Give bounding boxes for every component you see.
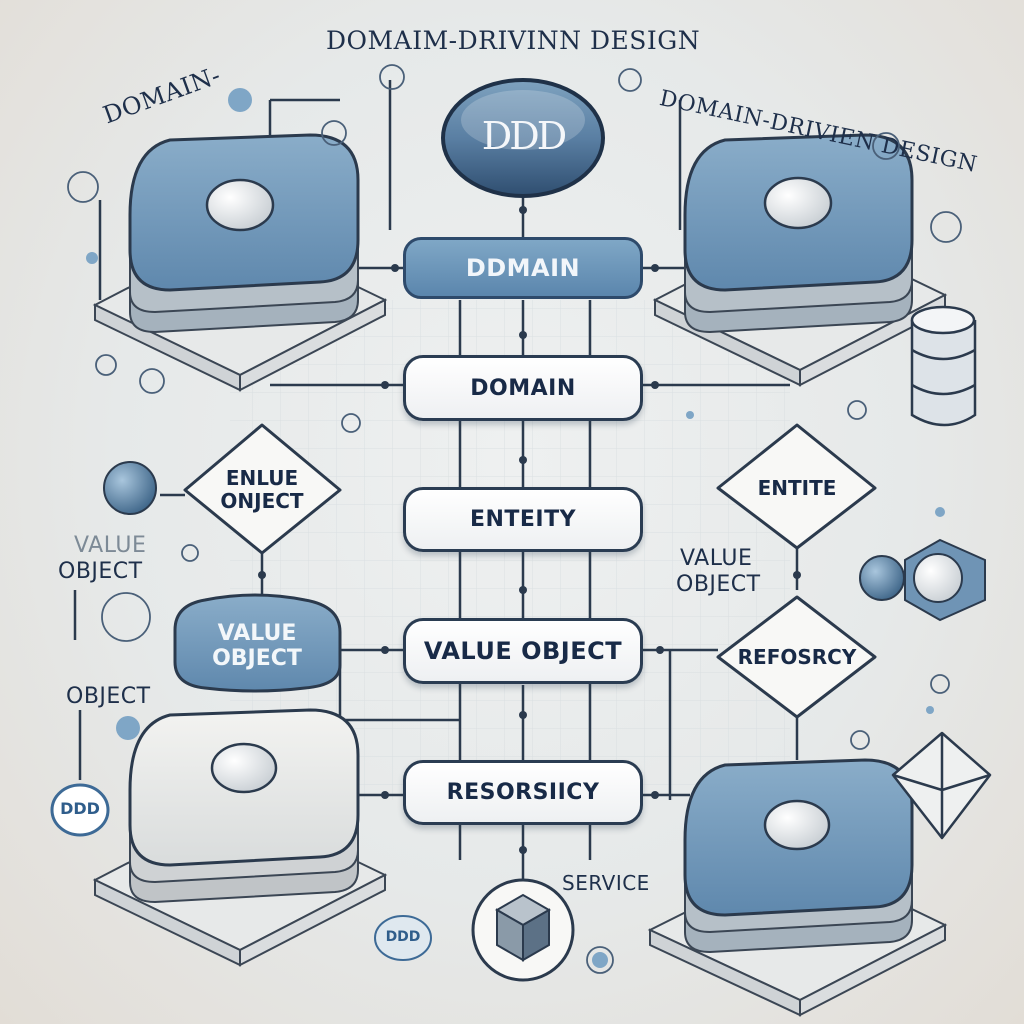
left-diamond-shape	[183, 423, 342, 555]
right-diamond-top-label[interactable]: ENTITE	[757, 475, 837, 500]
right-diamond-top-shape	[716, 423, 877, 550]
right-object-label: OBJECT	[676, 572, 761, 597]
crystal-icon	[891, 731, 992, 840]
database-stack-bottom-right	[647, 758, 948, 1017]
ddd-left-badge-shape	[50, 783, 110, 837]
domain-dark-node[interactable]: DDMAIN	[403, 237, 643, 299]
decorative-icons	[67, 64, 962, 974]
blue-ball-small-icon	[859, 555, 905, 601]
left-diamond-label[interactable]: ENLUE ONJECT	[220, 466, 304, 513]
title-top: DOMAIM-DRIVINN DESIGN	[326, 26, 701, 55]
decorative-blue-dots	[86, 88, 945, 968]
database-stack-top-left	[92, 133, 388, 392]
ddd-center-badge	[441, 78, 605, 198]
value-object-blob-label[interactable]: VALUE OBJECT	[212, 620, 302, 671]
repository-node[interactable]: RESORSIICY	[403, 760, 643, 825]
left-value-label: VALUE	[74, 533, 147, 558]
domain-node[interactable]: DOMAIN	[403, 355, 643, 421]
right-diamond-bottom-label[interactable]: REFOSRCY	[737, 644, 857, 669]
blue-ball-icon	[103, 461, 157, 515]
cylinder-icon	[910, 305, 977, 427]
entity-node[interactable]: ENTEITY	[403, 487, 643, 552]
left-object-label-2: OBJECT	[66, 684, 151, 709]
right-diamond-bottom-shape	[716, 595, 877, 719]
ddd-left-badge-label: DDD	[60, 799, 100, 818]
service-cube-icon	[471, 878, 575, 982]
ddd-bottom-badge-label: DDD	[385, 929, 421, 945]
service-label: SERVICE	[562, 871, 650, 895]
database-stack-bottom-left	[92, 708, 388, 967]
value-object-blob-shape	[173, 593, 342, 693]
connector-dots	[258, 206, 801, 854]
ddd-bottom-badge-shape	[374, 915, 432, 961]
database-stack-top-right	[652, 133, 948, 387]
value-object-node[interactable]: VALUE OBJECT	[403, 618, 643, 684]
white-ball-icon	[913, 553, 963, 603]
left-object-label: OBJECT	[58, 559, 143, 584]
ddd-badge-label: DDD	[481, 114, 567, 158]
right-value-label: VALUE	[680, 546, 753, 571]
